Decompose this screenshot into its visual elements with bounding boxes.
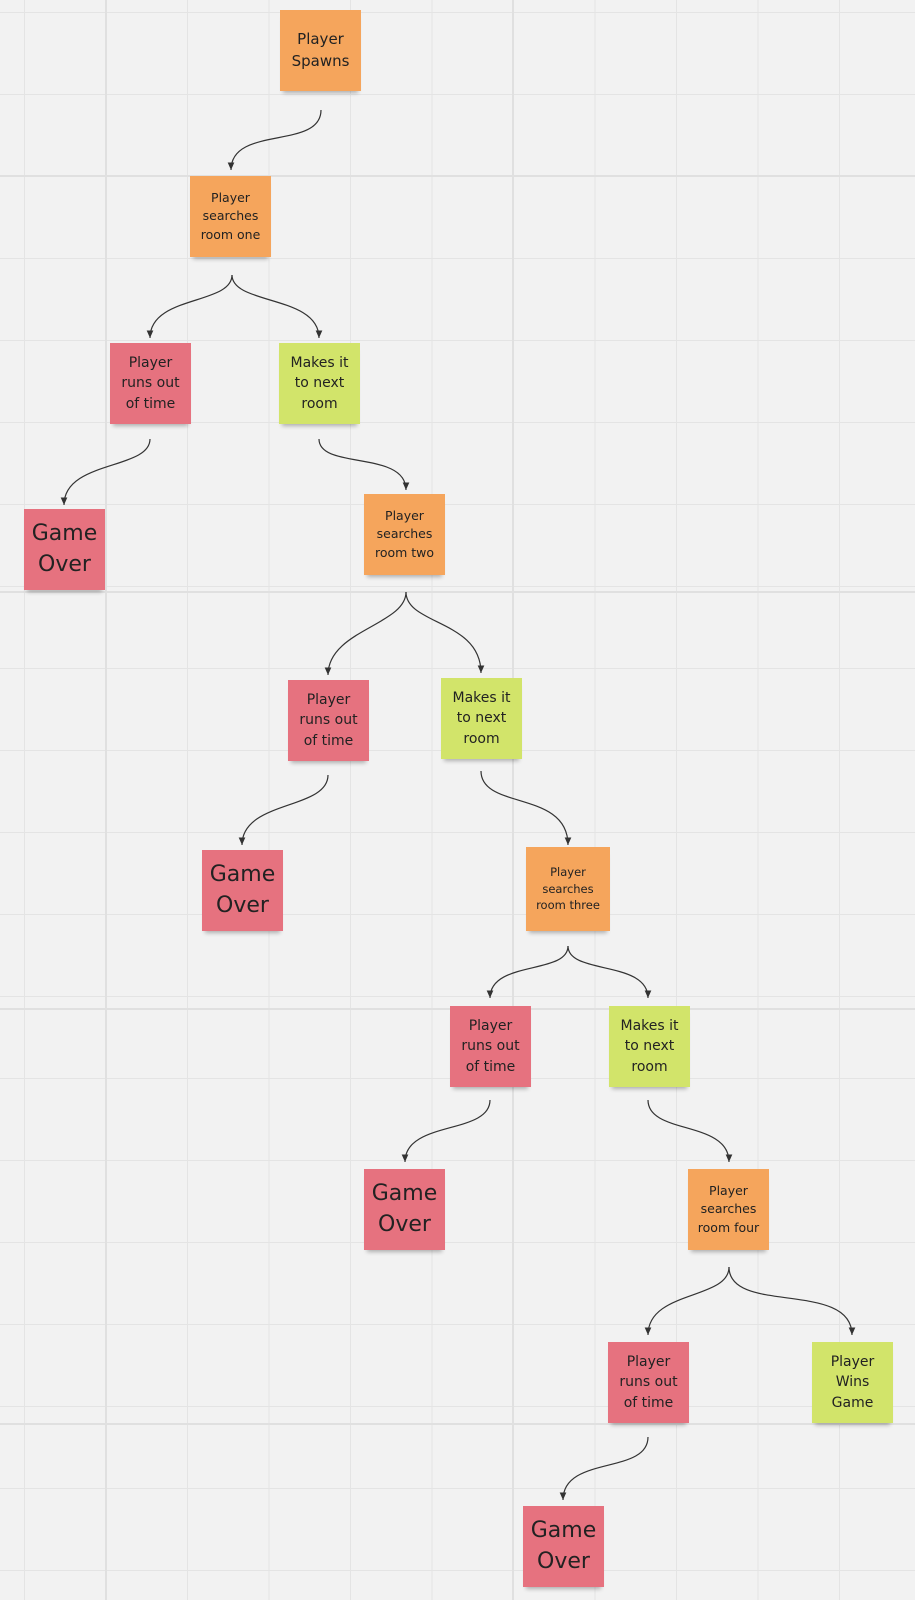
sticky-note-text: Player Wins Game <box>830 1354 875 1411</box>
sticky-note-player-runs-out-of-time[interactable]: Player runs out of time <box>450 1006 531 1087</box>
sticky-note-player-runs-out-of-time[interactable]: Player runs out of time <box>288 680 369 761</box>
connector-spawn-to-search1[interactable] <box>227 109 322 171</box>
sticky-note-player-searches-room-four[interactable]: Player searches room four <box>688 1169 769 1250</box>
sticky-note-text: Makes it to next room <box>452 690 511 747</box>
connector-search1-to-timeout1[interactable] <box>146 274 233 339</box>
connector-search3-to-timeout3[interactable] <box>486 945 569 999</box>
sticky-note-text: Player Spawns <box>291 29 350 70</box>
sticky-note-text: Game Over <box>371 1180 438 1237</box>
connector-next1-to-search2[interactable] <box>318 438 410 491</box>
sticky-note-text: Player runs out of time <box>619 1354 678 1411</box>
sticky-note-game-over[interactable]: Game Over <box>202 850 283 931</box>
sticky-note-player-searches-room-one[interactable]: Player searches room one <box>190 176 271 257</box>
sticky-note-player-runs-out-of-time[interactable]: Player runs out of time <box>608 1342 689 1423</box>
sticky-note-text: Player searches room four <box>697 1183 760 1235</box>
grid-line <box>105 0 107 1600</box>
sticky-note-text: Game Over <box>31 520 98 577</box>
sticky-note-text: Player runs out of time <box>299 692 358 749</box>
sticky-note-makes-it-to-next-room[interactable]: Makes it to next room <box>609 1006 690 1087</box>
connector-timeout4-to-gameover4[interactable] <box>559 1436 649 1501</box>
sticky-note-text: Player runs out of time <box>121 355 180 412</box>
sticky-note-game-over[interactable]: Game Over <box>523 1506 604 1587</box>
sticky-note-player-runs-out-of-time[interactable]: Player runs out of time <box>110 343 191 424</box>
sticky-note-text: Makes it to next room <box>290 355 349 412</box>
connector-search4-to-timeout4[interactable] <box>644 1266 730 1336</box>
connector-next2-to-search3[interactable] <box>480 770 572 846</box>
connector-timeout2-to-gameover2[interactable] <box>238 774 329 846</box>
connector-next3-to-search4[interactable] <box>647 1099 733 1163</box>
connector-search3-to-next3[interactable] <box>567 945 652 999</box>
sticky-note-makes-it-to-next-room[interactable]: Makes it to next room <box>441 678 522 759</box>
connector-search2-to-timeout2[interactable] <box>324 591 407 676</box>
sticky-note-player-spawns[interactable]: Player Spawns <box>280 10 361 91</box>
sticky-note-text: Player runs out of time <box>461 1018 520 1075</box>
sticky-note-text: Player searches room three <box>536 864 600 913</box>
sticky-note-game-over[interactable]: Game Over <box>364 1169 445 1250</box>
connector-timeout1-to-gameover1[interactable] <box>60 438 151 506</box>
connector-search4-to-wins[interactable] <box>728 1266 856 1336</box>
sticky-note-text: Player searches room one <box>200 190 261 242</box>
grid-line <box>0 1423 915 1425</box>
sticky-note-text: Game Over <box>209 861 276 918</box>
sticky-note-text: Game Over <box>530 1517 597 1574</box>
connector-search1-to-next1[interactable] <box>231 274 323 339</box>
sticky-note-text: Player searches room two <box>374 508 435 560</box>
grid-line <box>0 591 915 593</box>
sticky-note-player-searches-room-three[interactable]: Player searches room three <box>526 847 610 931</box>
sticky-note-player-wins-game[interactable]: Player Wins Game <box>812 1342 893 1423</box>
sticky-note-makes-it-to-next-room[interactable]: Makes it to next room <box>279 343 360 424</box>
sticky-note-game-over[interactable]: Game Over <box>24 509 105 590</box>
connector-search2-to-next2[interactable] <box>405 591 485 674</box>
grid-line <box>0 175 915 177</box>
connector-timeout3-to-gameover3[interactable] <box>401 1099 491 1163</box>
grid-line <box>512 0 514 1600</box>
sticky-note-player-searches-room-two[interactable]: Player searches room two <box>364 494 445 575</box>
sticky-note-text: Makes it to next room <box>620 1018 679 1075</box>
